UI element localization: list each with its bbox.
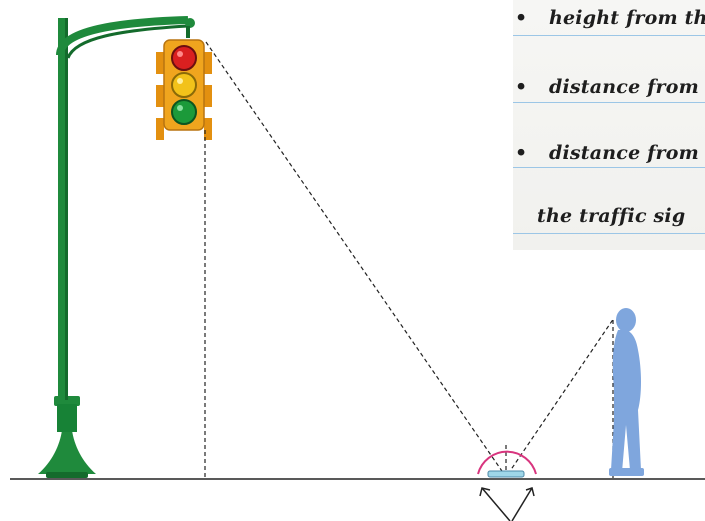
bullet-icon: • (515, 76, 528, 98)
ruled-line (513, 233, 705, 234)
sight-lines (204, 41, 615, 478)
note-continuation: the traffic sig (537, 205, 686, 227)
ruled-line (513, 35, 705, 36)
angle-arrows (479, 487, 535, 521)
red-light (171, 45, 197, 71)
bullet-icon: • (515, 142, 528, 164)
note-item: • distance from (513, 76, 699, 98)
green-light (171, 99, 197, 125)
traffic-light-pole (38, 16, 195, 478)
signal-to-mirror-line (205, 41, 505, 475)
note-item: • distance from (513, 142, 699, 164)
person-silhouette (609, 308, 644, 476)
mirror (477, 450, 537, 478)
note-item-text: height from th (549, 7, 705, 29)
notes-panel: • height from th • distance from • distance… (513, 0, 705, 250)
bullet-icon: • (515, 7, 528, 29)
yellow-light (171, 72, 197, 98)
traffic-signal (156, 39, 212, 140)
note-item-text: distance from (549, 76, 699, 98)
note-item-text: distance from (549, 142, 699, 164)
note-item: • height from th (513, 7, 705, 29)
ruled-line (513, 167, 705, 168)
ruled-line (513, 102, 705, 103)
mirror-to-person-line (507, 317, 615, 475)
